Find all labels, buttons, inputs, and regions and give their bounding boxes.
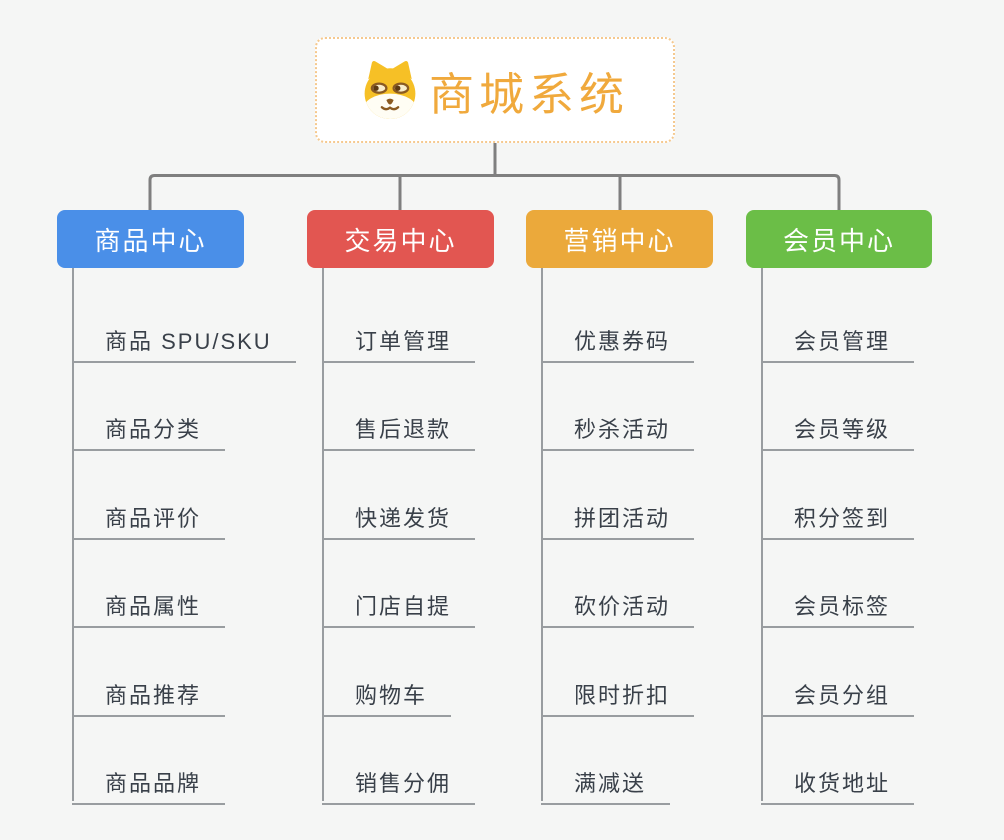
branch-trade-center: 交易中心 订单管理 售后退款 快递发货 门店自提 购物车 销售分佣 bbox=[307, 210, 494, 810]
leaf-node-coupon-code[interactable]: 优惠券码 bbox=[541, 318, 695, 363]
branch-node-product-center[interactable]: 商品中心 bbox=[57, 210, 244, 268]
leaf-node-aftersale-refund[interactable]: 售后退款 bbox=[322, 406, 476, 451]
leaf-node-product-spu-sku[interactable]: 商品 SPU/SKU bbox=[72, 318, 296, 363]
branch-marketing-center: 营销中心 优惠券码 秒杀活动 拼团活动 砍价活动 限时折扣 满减送 bbox=[526, 210, 713, 810]
shiba-dog-icon bbox=[361, 59, 419, 121]
leaf-node-member-tag[interactable]: 会员标签 bbox=[761, 583, 915, 628]
leaf-node-store-pickup[interactable]: 门店自提 bbox=[322, 583, 476, 628]
branch-member-center: 会员中心 会员管理 会员等级 积分签到 会员标签 会员分组 收货地址 bbox=[746, 210, 932, 810]
leaf-node-bargain-activity[interactable]: 砍价活动 bbox=[541, 583, 695, 628]
root-node-mall-system[interactable]: 商城系统 bbox=[315, 37, 675, 143]
leaf-node-shipping-address[interactable]: 收货地址 bbox=[761, 760, 915, 805]
branch-node-marketing-center[interactable]: 营销中心 bbox=[526, 210, 713, 268]
branch-line bbox=[541, 268, 543, 801]
leaf-node-shopping-cart[interactable]: 购物车 bbox=[322, 672, 452, 717]
leaf-node-product-recommend[interactable]: 商品推荐 bbox=[72, 672, 226, 717]
leaf-node-points-checkin[interactable]: 积分签到 bbox=[761, 495, 915, 540]
leaf-node-member-group[interactable]: 会员分组 bbox=[761, 672, 915, 717]
branch-line bbox=[322, 268, 324, 801]
leaf-node-product-brand[interactable]: 商品品牌 bbox=[72, 760, 226, 805]
leaf-node-product-category[interactable]: 商品分类 bbox=[72, 406, 226, 451]
leaf-node-product-review[interactable]: 商品评价 bbox=[72, 495, 226, 540]
leaf-node-flash-sale[interactable]: 秒杀活动 bbox=[541, 406, 695, 451]
leaf-node-member-management[interactable]: 会员管理 bbox=[761, 318, 915, 363]
branch-line bbox=[72, 268, 74, 801]
leaf-node-express-delivery[interactable]: 快递发货 bbox=[322, 495, 476, 540]
branch-node-member-center[interactable]: 会员中心 bbox=[746, 210, 932, 268]
leaf-node-sales-commission[interactable]: 销售分佣 bbox=[322, 760, 476, 805]
leaf-node-product-attribute[interactable]: 商品属性 bbox=[72, 583, 226, 628]
root-node-title: 商城系统 bbox=[428, 68, 629, 120]
leaf-node-spend-and-save[interactable]: 满减送 bbox=[541, 760, 671, 805]
leaf-node-order-management[interactable]: 订单管理 bbox=[322, 318, 476, 363]
branch-line bbox=[761, 268, 763, 801]
leaf-node-member-level[interactable]: 会员等级 bbox=[761, 406, 915, 451]
branch-node-trade-center[interactable]: 交易中心 bbox=[307, 210, 494, 268]
branch-product-center: 商品中心 商品 SPU/SKU 商品分类 商品评价 商品属性 商品推荐 商品品牌 bbox=[57, 210, 296, 810]
leaf-node-limited-time-discount[interactable]: 限时折扣 bbox=[541, 672, 695, 717]
leaf-node-group-buy[interactable]: 拼团活动 bbox=[541, 495, 695, 540]
